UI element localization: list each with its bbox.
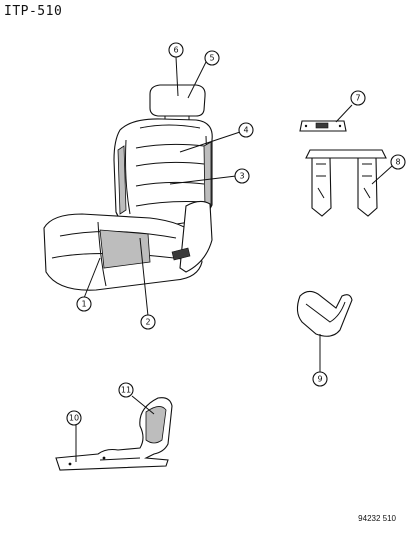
bezel-part <box>299 120 347 132</box>
callout-6: 6 <box>168 42 184 58</box>
callout-2: 2 <box>140 314 156 330</box>
callout-8: 8 <box>390 154 406 170</box>
side-shield <box>171 200 213 273</box>
callout-2-label: 2 <box>145 318 150 327</box>
callout-9-label: 9 <box>317 375 322 384</box>
callout-10-label: 10 <box>69 414 79 423</box>
callout-6-label: 6 <box>173 46 178 55</box>
callout-3: 3 <box>234 168 250 184</box>
seat-assembly <box>43 84 213 291</box>
callout-5-label: 5 <box>209 54 214 63</box>
leader-lines <box>75 56 393 462</box>
seat-cushion <box>43 213 203 291</box>
callout-4: 4 <box>238 122 254 138</box>
diagram-title: ITP-510 <box>4 4 63 19</box>
callout-group: 1 2 3 4 5 6 7 8 <box>66 42 406 426</box>
callout-1: 1 <box>76 296 92 312</box>
callout-7: 7 <box>350 90 366 106</box>
track-cover-part <box>55 397 173 471</box>
callout-8-label: 8 <box>395 158 400 167</box>
callout-11-label: 11 <box>121 386 131 395</box>
seat-handle-part <box>296 290 353 337</box>
drawing-code: 94232 510 <box>358 514 396 523</box>
callout-9: 9 <box>312 371 328 387</box>
callout-1-label: 1 <box>81 300 86 309</box>
callout-3-label: 3 <box>239 172 244 181</box>
callout-5: 5 <box>204 50 220 66</box>
callout-7-label: 7 <box>355 94 360 103</box>
callout-11: 11 <box>118 382 134 398</box>
callout-4-label: 4 <box>243 126 248 135</box>
callout-10: 10 <box>66 410 82 426</box>
seat-guides-part <box>305 149 387 217</box>
